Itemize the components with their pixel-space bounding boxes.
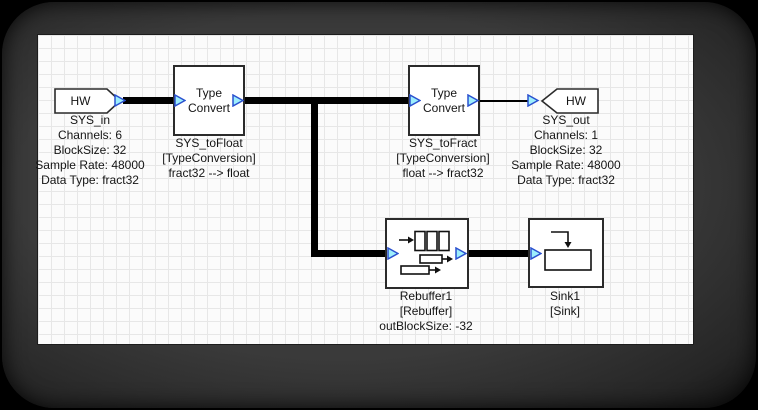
label-line: BlockSize: 32 [529, 143, 603, 157]
port-in-sys-out[interactable] [527, 94, 539, 107]
label-line: [TypeConversion] [162, 151, 256, 165]
label-line: Data Type: fract32 [41, 173, 139, 187]
port-out-sys-tofloat[interactable] [232, 94, 244, 107]
label-sys-tofloat: SYS_toFloat [TypeConversion] fract32 -->… [129, 136, 289, 181]
block-title-line: Convert [422, 100, 466, 115]
label-line: Sample Rate: 48000 [511, 158, 621, 172]
block-title-line: Convert [187, 100, 231, 115]
label-line: float --> fract32 [402, 166, 484, 180]
label-line: outBlockSize: -32 [379, 319, 473, 333]
label-line: [Rebuffer] [399, 304, 453, 318]
wire-sysin-tofloat[interactable] [123, 97, 175, 104]
hw-block-text: HW [70, 94, 91, 108]
label-line: SYS_toFloat [175, 136, 243, 150]
port-out-rebuffer1[interactable] [455, 247, 467, 260]
sink-arrow-into-register-icon [544, 231, 592, 271]
port-in-sys-tofract[interactable] [409, 94, 421, 107]
label-sink1: Sink1 [Sink] [485, 289, 645, 319]
label-line: SYS_in [69, 113, 111, 127]
block-sys-in[interactable]: HW [54, 88, 122, 114]
hw-input-pentagon-icon [54, 88, 122, 114]
port-in-sink1[interactable] [530, 247, 542, 260]
label-line: SYS_out [542, 113, 590, 127]
label-line: Channels: 6 [57, 128, 123, 142]
label-rebuffer1: Rebuffer1 [Rebuffer] outBlockSize: -32 [346, 289, 506, 334]
port-out-sys-tofract[interactable] [467, 94, 479, 107]
label-sys-out: SYS_out Channels: 1 BlockSize: 32 Sample… [486, 113, 646, 188]
port-arrow-icon [409, 94, 421, 107]
label-sys-tofract: SYS_toFract [TypeConversion] float --> f… [363, 136, 523, 181]
block-title-line: Type [195, 86, 222, 100]
port-arrow-icon [530, 247, 542, 260]
label-line: Sample Rate: 48000 [35, 158, 145, 172]
port-arrow-icon [387, 247, 399, 260]
label-line: [Sink] [549, 304, 580, 318]
label-line: BlockSize: 32 [53, 143, 127, 157]
port-arrow-icon [232, 94, 244, 107]
port-in-sys-tofloat[interactable] [174, 94, 186, 107]
label-line: Rebuffer1 [399, 289, 453, 303]
block-sys-out[interactable]: HW [540, 88, 600, 114]
port-arrow-icon [174, 94, 186, 107]
label-line: Sink1 [549, 289, 581, 303]
port-arrow-icon [527, 94, 539, 107]
hw-output-pentagon-icon [540, 88, 599, 114]
label-line: SYS_toFract [408, 136, 478, 150]
port-arrow-icon [114, 94, 126, 107]
port-out-sys-in[interactable] [114, 94, 126, 107]
port-in-rebuffer1[interactable] [387, 247, 399, 260]
label-line: [TypeConversion] [396, 151, 490, 165]
hw-block-text: HW [566, 94, 586, 108]
block-rebuffer1[interactable] [385, 218, 469, 289]
rebuffer-restructure-icon [399, 230, 453, 275]
block-title-line: Type [430, 86, 457, 100]
wire-rebuffer-sink[interactable] [465, 250, 531, 257]
wire-tofract-sysout[interactable] [479, 99, 529, 102]
wire-branch-to-rebuffer[interactable] [311, 250, 389, 257]
label-line: Data Type: fract32 [517, 173, 615, 187]
label-line: Channels: 1 [533, 128, 599, 142]
diagram-canvas[interactable]: HW SYS_in Channels: 6 BlockSize: 32 Samp… [35, 34, 694, 345]
label-line: fract32 --> float [168, 166, 250, 180]
wire-tofloat-tofract[interactable] [244, 97, 411, 104]
port-arrow-icon [455, 247, 467, 260]
wire-branch-vertical[interactable] [311, 97, 318, 257]
label-sys-in: SYS_in Channels: 6 BlockSize: 32 Sample … [10, 113, 170, 188]
port-arrow-icon [467, 94, 479, 107]
